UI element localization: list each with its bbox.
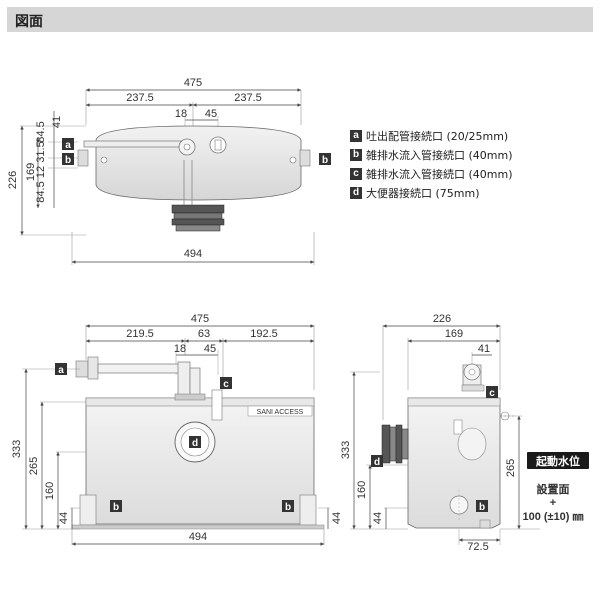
top-dim-237-right: 237.5	[234, 92, 262, 104]
front-dim-63: 63	[198, 328, 210, 340]
side-dim-265: 265	[505, 459, 517, 477]
front-dim-494: 494	[189, 531, 207, 543]
side-dim-160: 160	[356, 481, 368, 499]
legend-item-c: c 雑排水流入管接続口 (40mm)	[350, 164, 590, 183]
side-port-c: c	[489, 388, 495, 399]
side-dim-72-5: 72.5	[467, 541, 488, 553]
legend-text-d: 大便器接続口 (75mm)	[366, 186, 480, 200]
legend-item-d: d 大便器接続口 (75mm)	[350, 183, 590, 202]
top-dim-45: 45	[205, 108, 217, 120]
floor-height: 100 (±10) ㎜	[522, 511, 583, 523]
page-title: 図面	[15, 14, 43, 30]
front-port-a: a	[58, 365, 64, 376]
port-legend: a 吐出配管接続口 (20/25mm) b 雑排水流入管接続口 (40mm) c…	[350, 126, 590, 202]
legend-badge-b: b	[350, 148, 362, 161]
top-dim-84-5-top: 84.5	[35, 121, 47, 142]
front-port-c: c	[223, 379, 229, 390]
side-port-d: d	[374, 457, 380, 468]
front-view: 475 219.5 63 192.5 18 45 SANI ACCESS	[11, 313, 343, 546]
top-dim-494: 494	[184, 248, 202, 260]
legend-text-a: 吐出配管接続口 (20/25mm)	[366, 129, 509, 143]
side-dim-226: 226	[433, 313, 451, 325]
legend-item-a: a 吐出配管接続口 (20/25mm)	[350, 126, 590, 145]
front-dim-192-5: 192.5	[250, 328, 278, 340]
floor-label: 設置面	[537, 482, 570, 496]
legend-item-b: b 雑排水流入管接続口 (40mm)	[350, 145, 590, 164]
top-dim-226: 226	[7, 171, 19, 189]
legend-badge-d: d	[350, 186, 362, 199]
floor-plus: +	[550, 497, 556, 509]
top-view: 475 237.5 237.5 18 45	[7, 77, 331, 265]
side-dim-169: 169	[445, 328, 463, 340]
header-bar: 図面	[7, 7, 593, 32]
front-dim-475: 475	[191, 313, 209, 325]
front-dim-45: 45	[204, 343, 216, 355]
front-dim-44-right: 44	[331, 512, 343, 524]
side-view: 226 169 41 72.5	[340, 313, 589, 553]
front-dim-44-left: 44	[58, 512, 70, 524]
front-dim-265: 265	[28, 457, 40, 475]
front-port-b-right: b	[285, 502, 291, 513]
front-dim-160: 160	[44, 482, 56, 500]
start-level-badge: 起動水位	[535, 454, 580, 468]
top-dim-41: 41	[51, 116, 63, 128]
front-brand: SANI ACCESS	[257, 409, 304, 416]
side-dim-44: 44	[372, 512, 384, 524]
front-port-b-left: b	[113, 502, 119, 513]
top-dim-237-left: 237.5	[126, 92, 154, 104]
top-dim-31-5: 31.5	[35, 141, 47, 162]
top-dim-12: 12	[35, 166, 47, 178]
front-dim-333: 333	[11, 440, 23, 458]
top-dim-18: 18	[175, 108, 187, 120]
front-port-d: d	[192, 438, 198, 449]
legend-text-b: 雑排水流入管接続口 (40mm)	[366, 148, 513, 162]
top-port-b-right: b	[322, 155, 328, 166]
front-dim-219-5: 219.5	[126, 328, 154, 340]
top-port-a: a	[65, 140, 71, 151]
side-dim-333: 333	[340, 441, 352, 459]
top-dim-84-5-bottom: 84.5	[35, 181, 47, 202]
legend-badge-c: c	[350, 167, 362, 180]
front-dim-18: 18	[174, 343, 186, 355]
legend-badge-a: a	[350, 129, 362, 142]
top-port-b-left: b	[65, 155, 71, 166]
top-bellows	[171, 204, 225, 232]
side-port-b: b	[479, 502, 485, 513]
top-dim-169: 169	[25, 163, 37, 181]
legend-text-c: 雑排水流入管接続口 (40mm)	[366, 167, 513, 181]
top-dim-475: 475	[184, 77, 202, 89]
side-dim-41: 41	[478, 343, 490, 355]
